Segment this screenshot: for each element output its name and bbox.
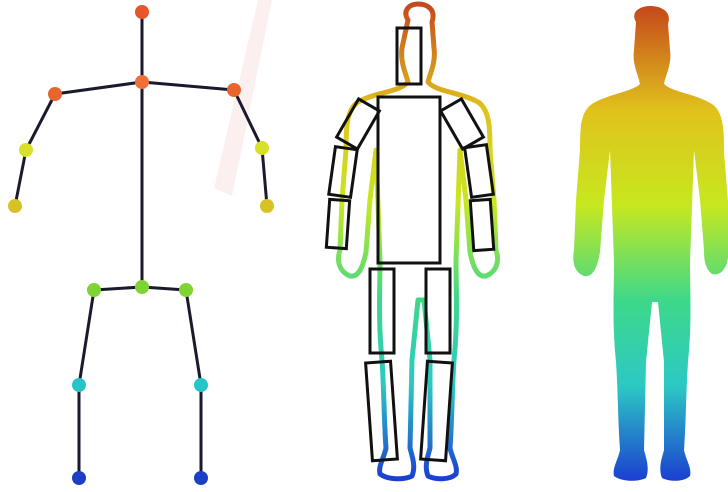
box-left-upper-arm xyxy=(337,99,380,149)
joint-lwri xyxy=(8,199,22,213)
bone-relb-rwri xyxy=(262,148,267,206)
joint-rhip xyxy=(179,283,193,297)
joint-relb xyxy=(255,141,269,155)
bone-rhip-rknee xyxy=(186,290,201,385)
joint-lelb xyxy=(19,143,33,157)
joint-rwri xyxy=(260,199,274,213)
joint-rsho xyxy=(227,83,241,97)
joint-head xyxy=(135,5,149,19)
bone-lsho-lelb xyxy=(26,94,55,150)
bone-lelb-lwri xyxy=(15,150,26,206)
joint-lknee xyxy=(72,378,86,392)
part-boxes-panel xyxy=(326,4,497,479)
box-right-shin xyxy=(421,361,453,461)
box-torso xyxy=(378,97,440,263)
joint-midhip xyxy=(135,280,149,294)
joint-lhip xyxy=(87,283,101,297)
silhouette-panel xyxy=(573,6,728,481)
bone-lhip-lknee xyxy=(79,290,94,385)
bone-neck-rsho xyxy=(142,82,234,90)
joint-lsho xyxy=(48,87,62,101)
box-right-hand xyxy=(470,199,493,250)
joint-rknee xyxy=(194,378,208,392)
body-silhouette xyxy=(573,6,728,481)
bone-lhip-midhip xyxy=(94,287,142,290)
joint-lank xyxy=(72,471,86,485)
bone-neck-lsho xyxy=(55,82,142,94)
joint-rank xyxy=(194,471,208,485)
skeleton-panel xyxy=(8,5,274,485)
box-right-upper-arm xyxy=(441,99,484,149)
joint-neck xyxy=(135,75,149,89)
